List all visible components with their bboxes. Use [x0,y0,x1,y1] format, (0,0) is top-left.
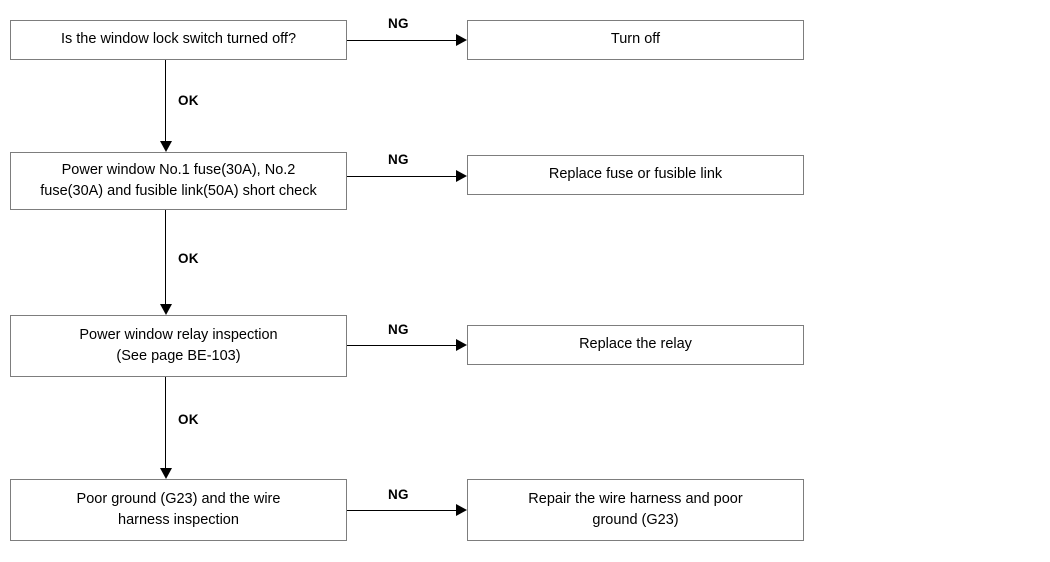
arrowhead-ng-1-icon [456,34,467,46]
connector-ng-1 [347,40,456,41]
edge-label-ng-2: NG [388,152,409,167]
action-box-turn-off: Turn off [467,20,804,60]
edge-label-ng-4: NG [388,487,409,502]
edge-label-ng-3: NG [388,322,409,337]
arrowhead-ng-3-icon [456,339,467,351]
arrowhead-ok-3-icon [160,468,172,479]
arrowhead-ok-1-icon [160,141,172,152]
connector-ng-4 [347,510,456,511]
edge-label-ng-1: NG [388,16,409,31]
edge-label-ok-1: OK [178,93,199,108]
edge-label-ok-3: OK [178,412,199,427]
decision-box-window-lock-switch: Is the window lock switch turned off? [10,20,347,60]
connector-ok-1 [165,60,166,141]
action-box-repair-harness-ground: Repair the wire harness and poor ground … [467,479,804,541]
connector-ok-3 [165,377,166,468]
action-box-replace-relay: Replace the relay [467,325,804,365]
arrowhead-ng-2-icon [456,170,467,182]
decision-box-poor-ground-harness: Poor ground (G23) and the wire harness i… [10,479,347,541]
connector-ok-2 [165,210,166,304]
arrowhead-ok-2-icon [160,304,172,315]
action-box-replace-fuse: Replace fuse or fusible link [467,155,804,195]
connector-ng-2 [347,176,456,177]
decision-box-relay-inspection: Power window relay inspection (See page … [10,315,347,377]
arrowhead-ng-4-icon [456,504,467,516]
connector-ng-3 [347,345,456,346]
edge-label-ok-2: OK [178,251,199,266]
decision-box-fuse-short-check: Power window No.1 fuse(30A), No.2 fuse(3… [10,152,347,210]
